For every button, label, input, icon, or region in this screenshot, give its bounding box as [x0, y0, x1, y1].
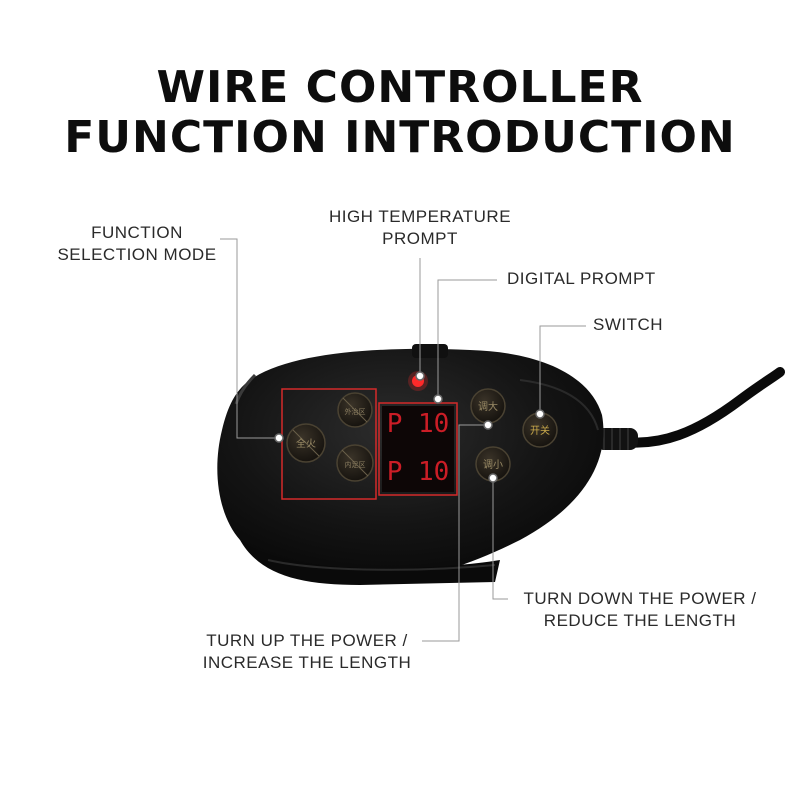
top-tab — [412, 344, 448, 358]
digital-display — [382, 406, 454, 492]
inner-zone-button-label: 内足区 — [345, 460, 366, 469]
label-turn-down-line-1: TURN DOWN THE POWER / — [523, 589, 757, 608]
label-high-temp-line-2: PROMPT — [382, 229, 458, 248]
callout-lines — [220, 238, 586, 642]
callout-line-function-mode — [220, 238, 279, 439]
function-mode-highlight-box — [281, 388, 377, 500]
outer-zone-button-label: 外治区 — [345, 407, 366, 416]
label-high-temp-line-1: HIGH TEMPERATURE — [328, 207, 512, 226]
callout-dot-switch — [535, 409, 545, 419]
callout-dot-function-mode — [274, 433, 284, 443]
increase-button-label: 调大 — [478, 400, 498, 413]
label-turn-down-line-2: REDUCE THE LENGTH — [543, 611, 737, 630]
callout-line-switch — [539, 325, 586, 412]
callout-dot-turn-down — [488, 473, 498, 483]
callout-dots — [274, 371, 545, 483]
digital-display-highlight-box — [378, 402, 458, 496]
callout-line-digital-prompt — [437, 279, 497, 400]
power-cable — [607, 367, 785, 448]
display-row-2: P 10 — [387, 457, 450, 487]
label-turn-up-line-1: TURN UP THE POWER / — [206, 631, 408, 650]
callout-dot-digital-prompt — [433, 394, 443, 404]
callout-line-turn-down — [492, 480, 508, 600]
label-switch: SWITCH — [593, 315, 664, 334]
label-function-selection-mode: FUNCTION SELECTION MODE — [52, 222, 222, 266]
display-row-1: P 10 — [387, 409, 450, 439]
controller-base — [240, 540, 500, 585]
label-digital-prompt: DIGITAL PROMPT — [507, 269, 656, 288]
title-line-1: WIRE CONTROLLER — [156, 62, 644, 113]
switch-button-label: 开关 — [530, 424, 550, 437]
label-function-line-2: SELECTION MODE — [57, 245, 217, 264]
callout-dot-high-temperature — [415, 371, 425, 381]
label-high-temperature-prompt: HIGH TEMPERATURE PROMPT — [320, 206, 520, 250]
label-function-line-1: FUNCTION — [91, 223, 183, 242]
decrease-button-label: 调小 — [483, 459, 503, 471]
callout-line-turn-up — [422, 424, 485, 642]
callout-dot-turn-up — [483, 420, 493, 430]
label-turn-up-power: TURN UP THE POWER / INCREASE THE LENGTH — [192, 630, 422, 674]
title-line-2: FUNCTION INTRODUCTION — [64, 112, 736, 163]
full-fire-button-label: 全火 — [296, 437, 316, 450]
label-turn-down-power: TURN DOWN THE POWER / REDUCE THE LENGTH — [512, 588, 768, 632]
label-turn-up-line-2: INCREASE THE LENGTH — [202, 653, 412, 672]
